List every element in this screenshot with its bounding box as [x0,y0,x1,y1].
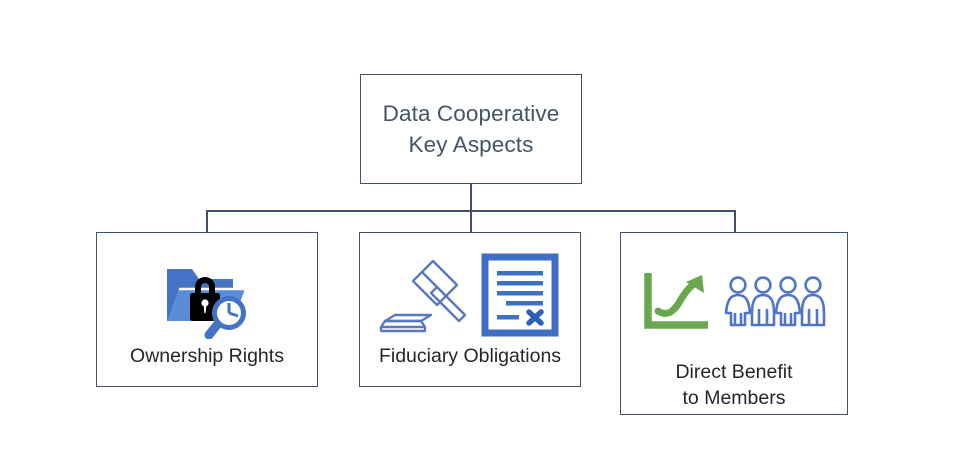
root-node-title: Data Cooperative Key Aspects [382,101,560,157]
members-group-icon [724,276,826,327]
fiduciary-icons [379,253,559,337]
folder-lock-icon [167,269,246,339]
connector-drop-benefit [734,210,736,232]
node-label-fiduciary: Fiduciary Obligations [378,345,562,367]
growth-chart-icon [644,273,708,329]
connector-horizontal-bar [206,210,735,212]
node-label-benefit: Direct Benefit to Members [675,361,793,409]
fiduciary-icon-area [360,233,580,339]
node-fiduciary-obligations[interactable]: Fiduciary Obligations [359,232,581,387]
benefit-icon-area [621,233,847,333]
gavel-icon [379,259,467,333]
node-direct-benefit[interactable]: Direct Benefit to Members [620,232,848,415]
connector-root-stem [470,184,472,232]
node-ownership-rights[interactable]: Ownership Rights [96,232,318,387]
contract-document-icon [481,253,559,337]
node-label-ownership: Ownership Rights [130,345,284,367]
root-node-data-cooperative[interactable]: Data Cooperative Key Aspects [360,74,582,184]
connector-drop-ownership [206,210,208,232]
ownership-icon-area [97,233,317,339]
